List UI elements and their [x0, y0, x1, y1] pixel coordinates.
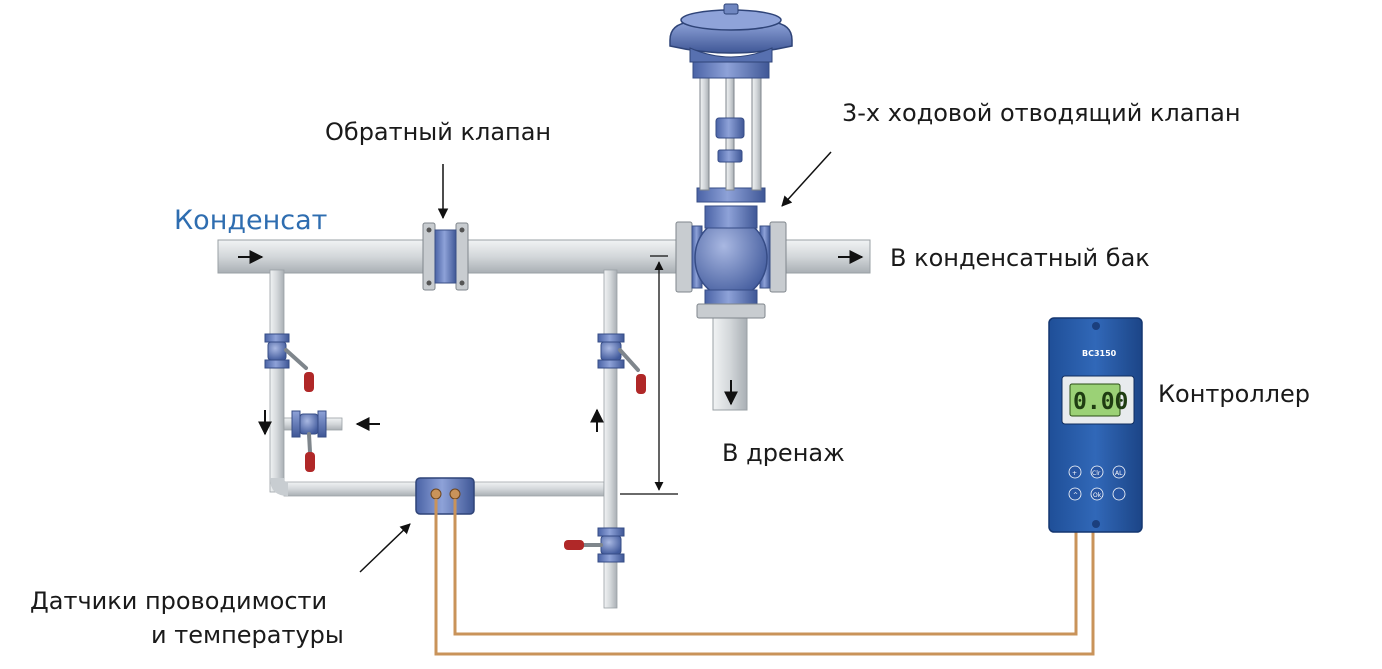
three-way-valve: [669, 3, 793, 319]
key-up: ^: [1073, 492, 1078, 499]
key-al: AL: [1115, 470, 1123, 477]
label-three-way-valve: 3-х ходовой отводящий клапан: [842, 99, 1241, 127]
callout-three-way: [781, 151, 832, 207]
ball-valve-sample: [291, 410, 327, 472]
bypass-pipe-left: [269, 269, 285, 493]
key-ok: Ok: [1093, 492, 1102, 499]
label-to-tank: В конденсатный бак: [890, 244, 1150, 272]
sensor-cables: [434, 499, 1095, 656]
bypass-elbow: [270, 478, 288, 496]
key-clr: Clr: [1092, 470, 1101, 477]
height-dimension: [620, 255, 678, 495]
callout-sensors: [359, 523, 411, 573]
callout-lines: [359, 151, 832, 573]
label-to-drain: В дренаж: [722, 439, 845, 467]
label-controller: Контроллер: [1158, 380, 1310, 408]
label-check-valve: Обратный клапан: [325, 118, 551, 146]
flow-arrows: [238, 250, 864, 436]
label-sensors-line2: и температуры: [151, 621, 344, 649]
ball-valve-riser-lower: [564, 527, 625, 563]
label-sensors-line1: Датчики проводимости: [30, 587, 327, 615]
ball-valve-riser-upper: [597, 333, 646, 394]
key-plus: +: [1072, 470, 1077, 477]
check-valve: [422, 222, 469, 291]
ball-valve-left-upper: [264, 333, 314, 392]
controller-unit: BC3150 0.00 + Clr AL ^ Ok: [1048, 317, 1143, 533]
sensor-housing: [415, 477, 475, 515]
controller-model: BC3150: [1082, 349, 1117, 358]
label-condensate: Конденсат: [174, 205, 327, 236]
controller-display: 0.00: [1073, 389, 1128, 415]
controller-keypad: + Clr AL ^ Ok: [1068, 465, 1126, 501]
